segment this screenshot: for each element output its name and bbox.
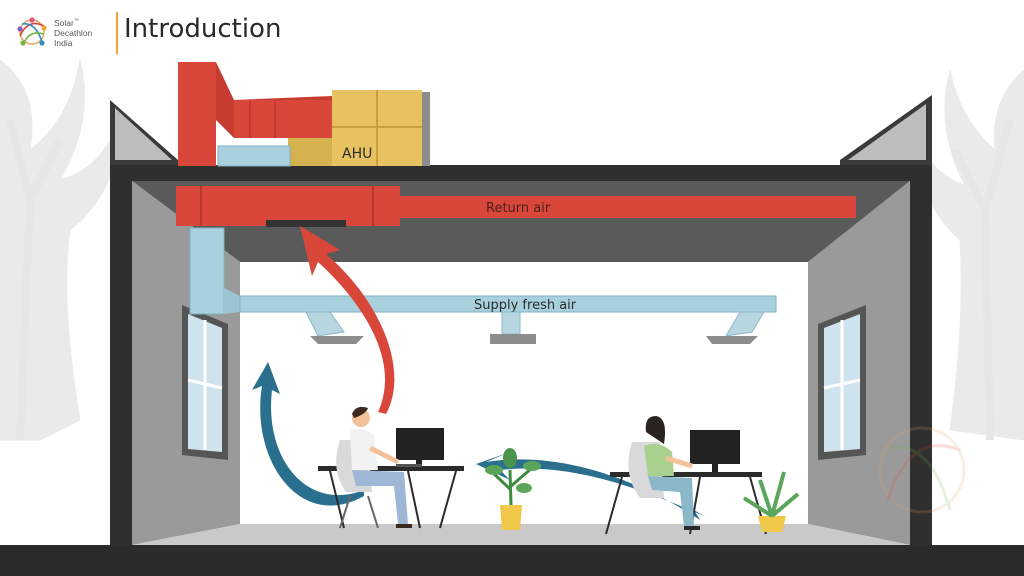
person-woman	[628, 416, 700, 530]
diffuser-left	[305, 311, 364, 344]
diffuser-right	[706, 311, 765, 344]
logo-line-1: Solar™	[54, 17, 79, 28]
logo-text: Solar™ Decathlon India	[54, 16, 110, 48]
ahu-unit: AHU	[288, 90, 430, 166]
plant-right	[742, 471, 800, 532]
supply-fresh-air-label: Supply fresh air	[474, 298, 577, 313]
background-tree-right	[914, 69, 1024, 441]
supply-fresh-air-duct: Supply fresh air	[189, 227, 777, 315]
header-divider	[116, 12, 118, 54]
window-right	[818, 305, 866, 460]
window-left	[182, 305, 228, 460]
supply-air-arrow-left	[252, 362, 364, 506]
logo-line-3: India	[54, 37, 73, 48]
watermark-logo-icon	[878, 426, 966, 514]
return-air-label: Return air	[486, 201, 551, 216]
page-title: Introduction	[124, 14, 282, 44]
ground	[0, 545, 1024, 576]
workstation-right	[605, 430, 767, 535]
solar-decathlon-logo-icon	[17, 17, 47, 46]
logo-line-2: Decathlon	[54, 27, 93, 38]
slide-header: Solar™ Decathlon India Introduction	[0, 0, 1024, 60]
background-tree-left	[0, 59, 121, 441]
ahu-label: AHU	[342, 146, 372, 162]
diffuser-center	[490, 311, 536, 344]
plant-center	[485, 448, 541, 530]
person-man	[336, 406, 412, 529]
roof-return-duct	[178, 62, 332, 166]
return-air-arrow	[300, 226, 395, 414]
roof-supply-duct	[217, 145, 291, 167]
workstation-left	[318, 428, 464, 529]
return-air-duct: Return air	[176, 186, 856, 227]
